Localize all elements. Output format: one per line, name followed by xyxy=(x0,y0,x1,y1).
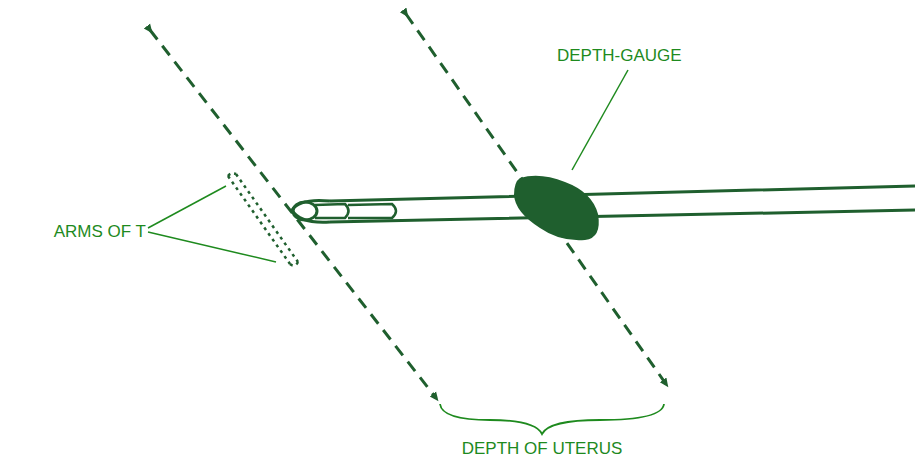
leader-line xyxy=(148,70,628,262)
depth-brace xyxy=(440,404,664,434)
tip-line xyxy=(150,30,436,398)
inserter-tube xyxy=(292,186,915,222)
part-label: DEPTH-GAUGE xyxy=(557,47,682,66)
dimension-label: DEPTH OF UTERUS xyxy=(462,440,623,459)
part-label: ARMS OF T xyxy=(54,223,146,242)
t-arms xyxy=(228,173,298,265)
depth-gauge xyxy=(514,176,599,241)
